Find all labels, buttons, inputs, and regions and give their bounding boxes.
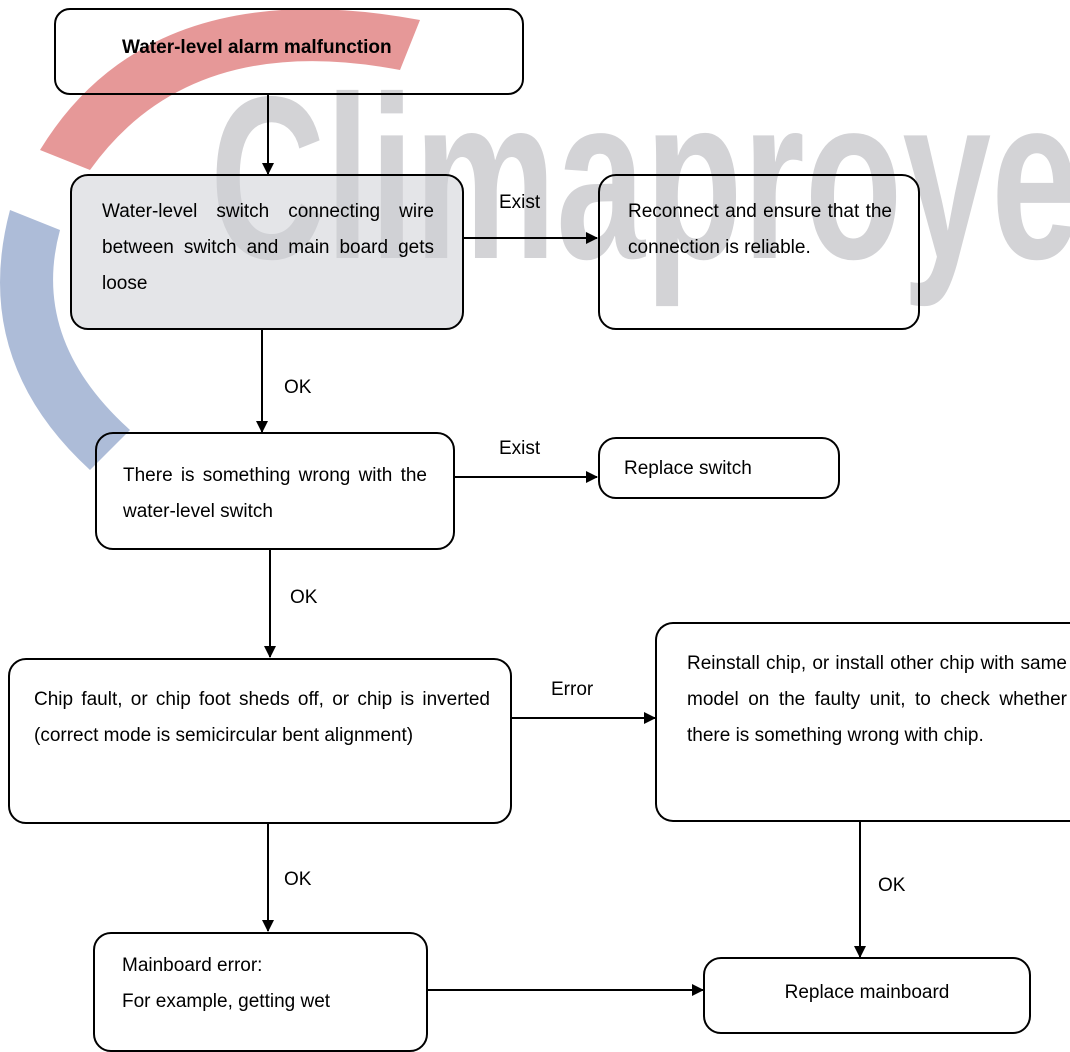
node-wire-check-label: Water-level switch connecting wire betwe… xyxy=(102,201,434,294)
watermark-red-swoosh xyxy=(40,9,420,170)
node-start-label: Water-level alarm malfunction xyxy=(122,37,392,58)
watermark-blue-swoosh xyxy=(0,210,130,470)
edge-label-switch-exist: Exist xyxy=(499,438,541,459)
node-reinstall-chip-label: Reinstall chip, or install other chip wi… xyxy=(687,653,1067,746)
node-chip-check: Chip fault, or chip foot sheds off, or c… xyxy=(8,658,512,824)
node-replace-mainboard: Replace mainboard xyxy=(703,957,1031,1034)
edge-label-wire-ok: OK xyxy=(284,377,312,398)
node-replace-switch: Replace switch xyxy=(598,437,840,499)
edge-label-reinstall-ok: OK xyxy=(878,875,906,896)
node-wire-check: Water-level switch connecting wire betwe… xyxy=(70,174,464,330)
node-switch-check: There is something wrong with the water-… xyxy=(95,432,455,550)
node-replace-switch-label: Replace switch xyxy=(624,458,752,479)
node-start: Water-level alarm malfunction xyxy=(54,8,524,95)
node-chip-check-label: Chip fault, or chip foot sheds off, or c… xyxy=(34,689,490,746)
node-switch-check-label: There is something wrong with the water-… xyxy=(123,465,427,522)
node-mainboard-error: Mainboard error: For example, getting we… xyxy=(93,932,428,1052)
edge-label-wire-exist: Exist xyxy=(499,192,541,213)
node-reconnect: Reconnect and ensure that the connection… xyxy=(598,174,920,330)
node-mainboard-error-line2: For example, getting wet xyxy=(122,991,331,1012)
node-mainboard-error-line1: Mainboard error: xyxy=(122,955,263,976)
edge-label-chip-ok: OK xyxy=(284,869,312,890)
edge-label-switch-ok: OK xyxy=(290,587,318,608)
node-reinstall-chip: Reinstall chip, or install other chip wi… xyxy=(655,622,1070,822)
edge-label-chip-error: Error xyxy=(551,679,594,700)
node-reconnect-label: Reconnect and ensure that the connection… xyxy=(628,201,892,258)
node-replace-mainboard-label: Replace mainboard xyxy=(784,982,950,1003)
